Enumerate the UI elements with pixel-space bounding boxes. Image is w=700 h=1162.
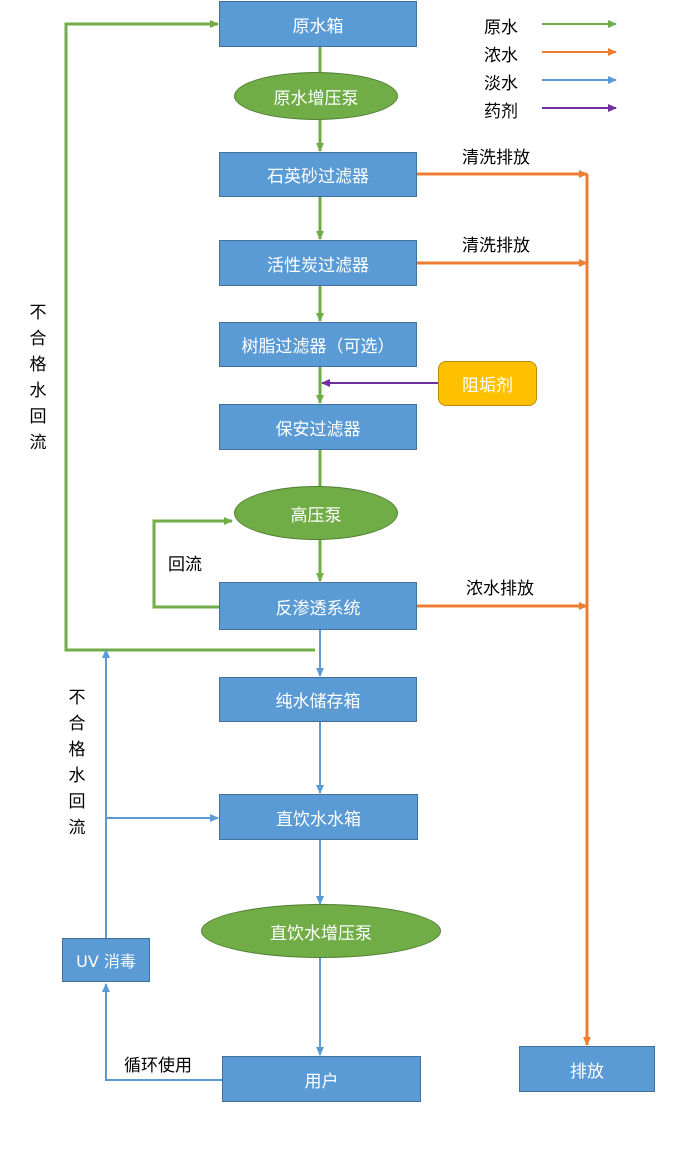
node-scale-inhibitor: 阻垢剂: [438, 361, 537, 406]
node-raw-tank: 原水箱: [219, 1, 417, 47]
arrow-reject-return-raw: [64, 20, 315, 652]
node-discharge: 排放: [519, 1046, 655, 1092]
label-reject-return-1: 不合格水回流: [29, 303, 47, 453]
node-carbon-filter: 活性炭过滤器: [219, 240, 417, 286]
node-pure-tank: 纯水储存箱: [219, 677, 417, 722]
label-reflux: 回流: [168, 555, 202, 575]
legend-conc: 浓水: [484, 46, 518, 66]
node-quartz-filter: 石英砂过滤器: [219, 152, 417, 197]
legend-fresh: 淡水: [484, 74, 518, 94]
node-uv: UV 消毒: [62, 938, 150, 982]
label-reject-return-2: 不合格水回流: [68, 688, 86, 838]
label-recycle: 循环使用: [124, 1056, 192, 1076]
node-security-filter: 保安过滤器: [219, 404, 417, 450]
label-wash-2: 清洗排放: [462, 236, 530, 256]
label-wash-1: 清洗排放: [462, 148, 530, 168]
legend-raw: 原水: [484, 18, 518, 38]
node-ro-system: 反渗透系统: [219, 582, 417, 630]
arrow-reflux: [152, 517, 233, 609]
node-raw-pump: 原水增压泵: [234, 72, 398, 120]
node-hp-pump: 高压泵: [234, 486, 398, 540]
label-conc-discharge: 浓水排放: [466, 579, 534, 599]
node-resin-filter: 树脂过滤器（可选）: [219, 322, 417, 367]
arrow-recycle: [102, 983, 222, 1081]
node-direct-tank: 直饮水水箱: [219, 794, 418, 840]
node-direct-pump: 直饮水增压泵: [201, 904, 441, 958]
node-user: 用户: [222, 1056, 421, 1102]
legend-agent: 药剂: [484, 102, 518, 122]
